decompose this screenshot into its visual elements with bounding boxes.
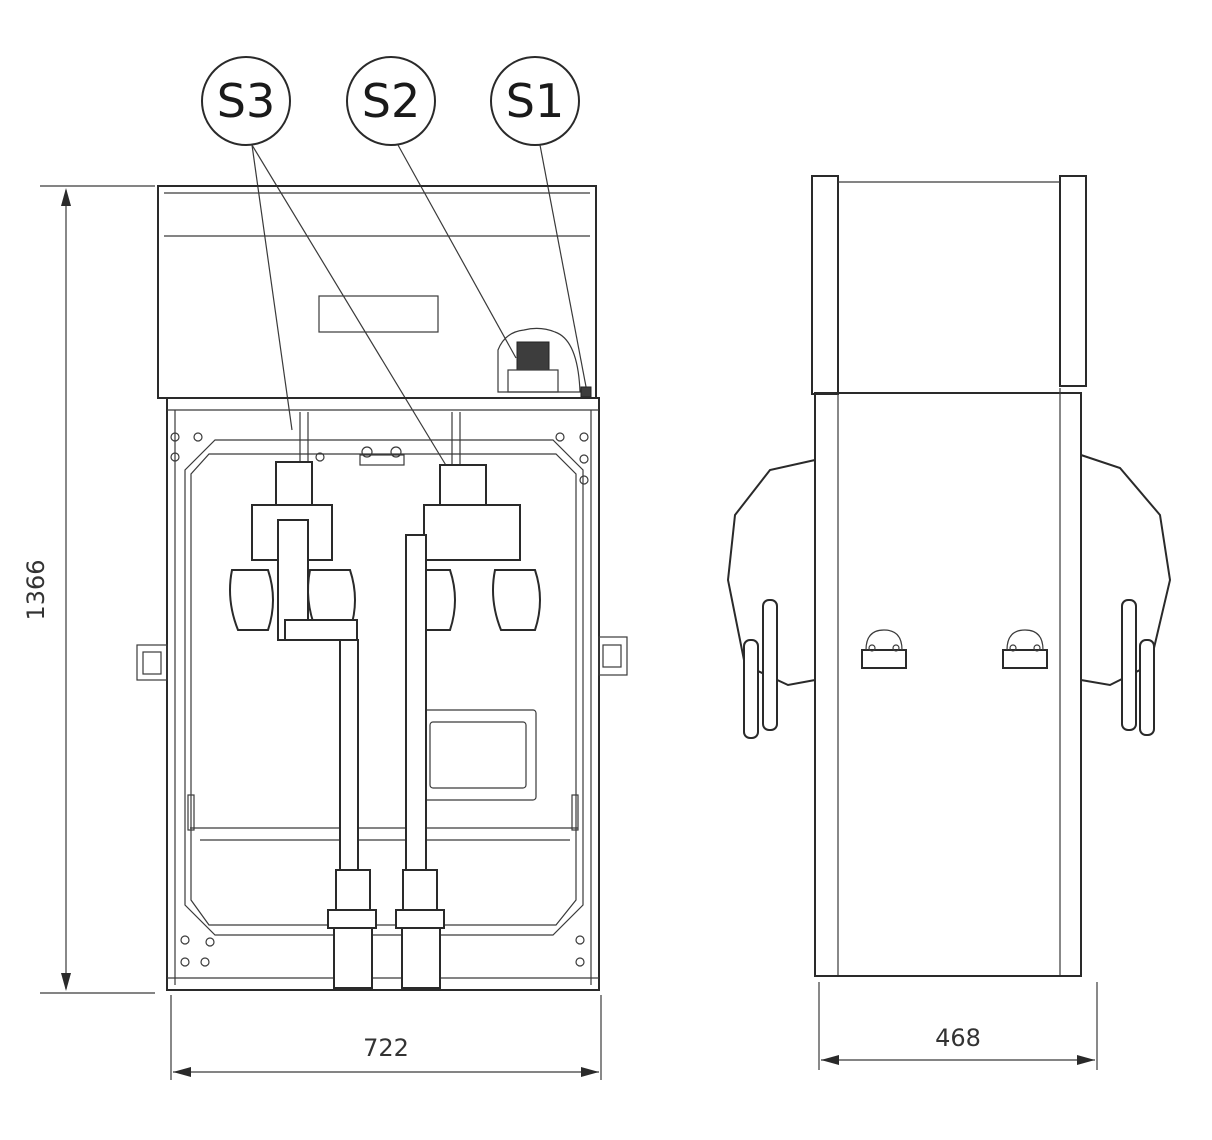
access-panel bbox=[419, 709, 537, 801]
dimension-front-width: 722 bbox=[170, 995, 602, 1080]
bottom-fittings bbox=[327, 869, 445, 989]
front-hood bbox=[157, 185, 597, 399]
left-handle bbox=[136, 644, 168, 681]
callout-s1-label: S1 bbox=[506, 74, 564, 128]
dimension-side-width: 468 bbox=[818, 982, 1098, 1070]
front-cabinet bbox=[136, 397, 628, 991]
side-body bbox=[814, 392, 1082, 977]
s1-component bbox=[580, 386, 592, 398]
display-window bbox=[318, 295, 439, 333]
side-right-nozzle bbox=[1080, 453, 1172, 736]
side-left-nozzle bbox=[726, 458, 816, 739]
dimension-height-label: 1366 bbox=[22, 559, 50, 620]
callout-s2-label: S2 bbox=[362, 74, 420, 128]
callout-s3-label: S3 bbox=[217, 74, 275, 128]
right-nozzle-assembly bbox=[405, 412, 541, 871]
right-handle bbox=[598, 636, 628, 676]
callout-s3: S3 bbox=[201, 56, 291, 146]
side-hook-right bbox=[1002, 629, 1048, 669]
callout-s2: S2 bbox=[346, 56, 436, 146]
front-view bbox=[136, 185, 628, 991]
dimension-front-width-label: 722 bbox=[363, 1034, 409, 1062]
side-view bbox=[726, 175, 1172, 977]
s2-component bbox=[516, 341, 550, 371]
callout-s1: S1 bbox=[490, 56, 580, 146]
left-nozzle-assembly bbox=[229, 412, 359, 871]
dimension-height: 1366 bbox=[22, 185, 155, 994]
side-hook-left bbox=[861, 629, 907, 669]
dimension-side-width-label: 468 bbox=[935, 1024, 981, 1052]
